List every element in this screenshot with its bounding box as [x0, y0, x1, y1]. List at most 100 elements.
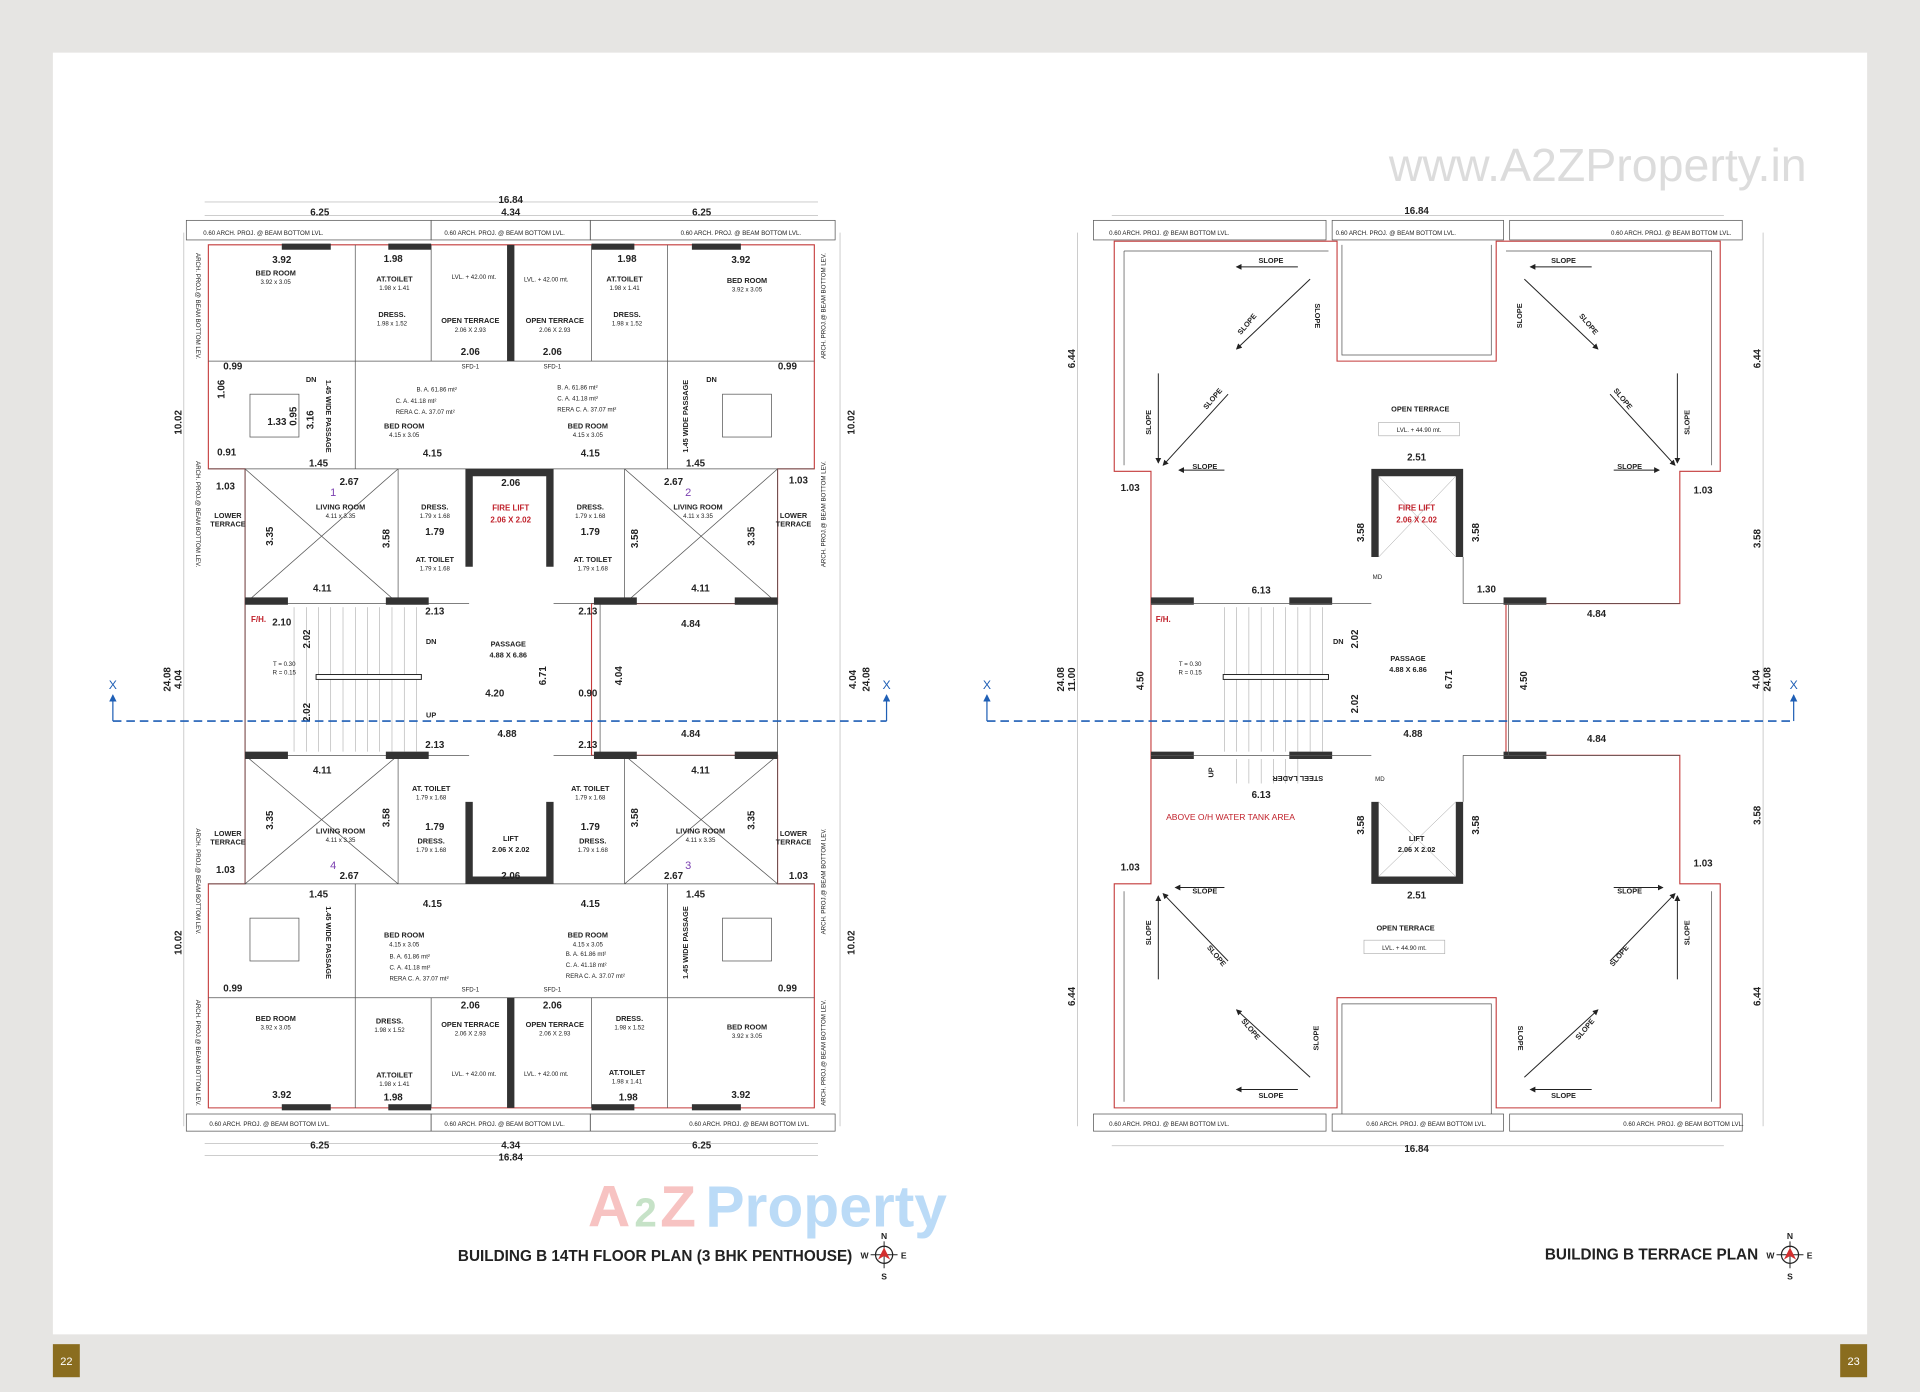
plan-label: R = 0.15: [1179, 670, 1203, 677]
plan-label: LVL. + 42.00 mt.: [524, 1071, 569, 1078]
plan-label: 4.84: [1587, 609, 1607, 620]
plan-label: TERRACE: [776, 519, 812, 528]
plan-label: 2.06 X 2.93: [455, 1031, 487, 1038]
plan-label: 2.06 X 2.93: [455, 327, 487, 334]
plan-label: 4.04: [1751, 669, 1762, 689]
plan-label: LIVING ROOM: [673, 502, 722, 511]
plan-label: 1.79 x 1.68: [420, 513, 451, 520]
plan-label: 3.92 x 3.05: [261, 1025, 292, 1032]
plan-label: RERA C. A. 37.07 mt²: [390, 976, 449, 983]
plan-label: W: [860, 1250, 869, 1260]
plan-label: 2.13: [578, 740, 598, 751]
plan-label: 0.60 ARCH. PROJ. @ BEAM BOTTOM LVL.: [203, 230, 324, 237]
plan-label: 3.58: [1471, 815, 1482, 835]
plan-label: C. A. 41.18 mt²: [396, 398, 437, 405]
plan-label: 6.44: [1067, 349, 1078, 369]
plan-label: 4.50: [1519, 671, 1530, 691]
plan-label: F/H.: [251, 615, 266, 624]
plan-label: B. A. 61.86 mt²: [557, 384, 597, 391]
plan-label: 2.06: [461, 1001, 481, 1012]
plan-label: AT.TOILET: [376, 275, 413, 284]
plan-label: 0.60 ARCH. PROJ. @ BEAM BOTTOM LVL.: [1611, 230, 1732, 237]
plan-label: ARCH. PROJ.@ BEAM BOTTOM LEV.: [194, 828, 201, 934]
slope-arrows: [1155, 263, 1681, 1093]
plan-label: LIVING ROOM: [676, 827, 725, 836]
compass-left: N S E W: [860, 1231, 906, 1281]
plan-label: 2.13: [425, 740, 445, 751]
section-marker-left: X: [983, 678, 991, 692]
plan-label: B. A. 61.86 mt²: [416, 387, 456, 394]
plan-label: 4.88 X 6.86: [490, 650, 528, 659]
plan-label: BED ROOM: [384, 931, 424, 940]
plan-label: E: [1807, 1250, 1813, 1260]
plan-label: 4.50: [1136, 671, 1147, 691]
plan-label: LIVING ROOM: [316, 502, 365, 511]
plan-label: 1.79 x 1.68: [578, 847, 609, 854]
plan-label: R = 0.15: [273, 670, 297, 677]
plan-label: 4.11 x 3.35: [326, 837, 356, 844]
plan-label: LIVING ROOM: [316, 827, 365, 836]
plan-label: 2: [685, 487, 691, 499]
plan-label: 2.13: [578, 607, 598, 618]
plan-label: 1.79: [425, 527, 445, 538]
plan-label: DRESS.: [579, 836, 606, 845]
plan-label: RERA C. A. 37.07 mt²: [566, 973, 625, 980]
plan-label: LOWER: [780, 511, 808, 520]
plan-label: BED ROOM: [727, 1023, 767, 1032]
plan-label: BED ROOM: [384, 421, 424, 430]
plan-label: 4.34: [501, 1140, 521, 1151]
plan-label: SFD-1: [544, 987, 562, 994]
north-arrow-icon: [1783, 1247, 1797, 1260]
plan-label: 2.67: [664, 871, 684, 882]
plan-label: UP: [1206, 767, 1215, 777]
plan-label: 1.79: [581, 822, 601, 833]
plan-label: 4.11: [691, 583, 710, 594]
plan-label: A: [588, 1175, 630, 1240]
plan-label: 6.71: [538, 666, 549, 686]
plan-label: 1.79: [581, 527, 601, 538]
plan-label: 4.15: [423, 449, 443, 460]
plan-label: DN: [426, 637, 437, 646]
plan-label: SLOPE: [1683, 410, 1692, 435]
plan-label: 4.88: [1403, 729, 1423, 740]
plan-label: LVL. + 44.90 mt.: [1397, 427, 1442, 434]
section-marker-left: X: [109, 678, 117, 692]
plan-label: SLOPE: [1313, 303, 1322, 328]
plan-label: 3.92 x 3.05: [732, 1033, 763, 1040]
plan-label: 6.13: [1252, 586, 1272, 597]
plan-label: 6.44: [1067, 986, 1078, 1006]
stair-dim-3-16: 3.16: [306, 410, 317, 430]
right-plan-title: BUILDING B TERRACE PLAN: [1545, 1247, 1758, 1264]
plan-label: UP: [426, 710, 436, 719]
plan-label: AT. TOILET: [571, 784, 610, 793]
plan-label: SFD-1: [461, 363, 479, 370]
plan-label: AT. TOILET: [416, 555, 455, 564]
plan-label: FIRE LIFT: [492, 503, 529, 512]
plan-label: 23: [1848, 1356, 1860, 1368]
plan-label: 2.51: [1407, 452, 1427, 463]
plan-label: 4.11: [691, 766, 710, 777]
plan-label: TERRACE: [210, 519, 246, 528]
plan-label: 2.06 X 2.02: [490, 516, 531, 525]
plan-label: DRESS.: [378, 310, 405, 319]
plan-label: 1.45: [309, 889, 329, 900]
plan-label: 1.79 x 1.68: [578, 565, 609, 572]
plan-label: ARCH. PROJ.@ BEAM BOTTOM LEV.: [194, 1000, 201, 1106]
plan-label: RERA C. A. 37.07 mt²: [396, 409, 455, 416]
plan-label: LVL. + 42.00 mt.: [524, 277, 569, 284]
plan-label: BED ROOM: [568, 421, 608, 430]
plan-label: S: [1787, 1271, 1793, 1281]
plan-label: 2.06: [501, 478, 521, 489]
right-terrace-plan: 16.84 16.84 6.44 6.44 6.44 6.44 3.58 3.5…: [983, 206, 1798, 1155]
plan-label: 0.90: [578, 689, 598, 700]
plan-label: 24.08: [1762, 667, 1773, 692]
plan-label: 3.58: [1753, 529, 1764, 549]
plan-label: 3.58: [382, 808, 393, 828]
plan-label: DN: [306, 375, 317, 384]
plan-label: BED ROOM: [727, 276, 767, 285]
plan-label: 16.84: [1404, 1144, 1429, 1155]
plan-label: 1.79 x 1.68: [416, 794, 447, 801]
plan-label: 0.60 ARCH. PROJ. @ BEAM BOTTOM LVL.: [1109, 1121, 1230, 1128]
plan-label: 2.02: [1350, 694, 1361, 714]
plan-label: 4.88: [498, 729, 518, 740]
